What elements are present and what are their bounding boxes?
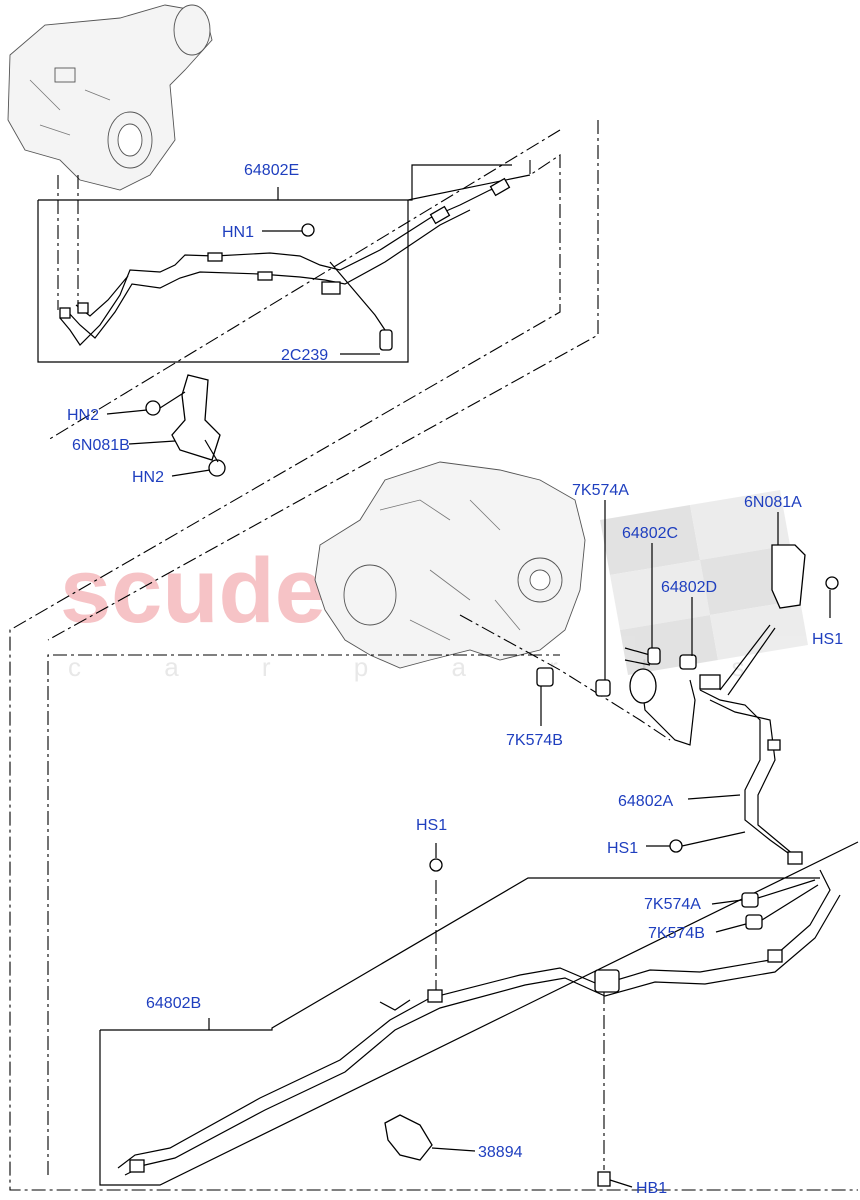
transfer-case-illustration bbox=[7, 4, 213, 191]
nut-hn2-bottom bbox=[208, 459, 226, 477]
callout-hn2-top: HN2 bbox=[67, 407, 99, 424]
callout-labels: 64802E HN1 2C239 HN2 6N081B HN2 7K574A 6… bbox=[67, 162, 843, 1197]
bracket-6n081b bbox=[145, 374, 226, 477]
callout-64802e: 64802E bbox=[244, 162, 299, 179]
nut-hn1 bbox=[301, 223, 315, 237]
middle-pipes-and-sensors bbox=[459, 544, 839, 865]
top-assembly-frame bbox=[9, 120, 858, 1191]
gearbox-illustration bbox=[314, 461, 586, 669]
callout-6n081a: 6N081A bbox=[744, 494, 802, 511]
callout-64802d: 64802D bbox=[661, 579, 717, 596]
bracket-6n081a bbox=[771, 544, 806, 609]
callout-7k574b-low: 7K574B bbox=[648, 925, 705, 942]
clip-38894 bbox=[384, 1114, 433, 1161]
callout-64802a: 64802A bbox=[618, 793, 673, 810]
callout-7k574a-low: 7K574A bbox=[644, 896, 701, 913]
sensor-2c239 bbox=[379, 329, 393, 351]
callout-2c239: 2C239 bbox=[281, 347, 328, 364]
callout-64802b: 64802B bbox=[146, 995, 201, 1012]
bolt-hb1 bbox=[597, 1171, 611, 1187]
screw-hs1-top bbox=[429, 858, 443, 872]
callout-hn2-bottom: HN2 bbox=[132, 469, 164, 486]
sensor-7k574b-lower bbox=[745, 914, 763, 930]
callout-64802c: 64802C bbox=[622, 525, 678, 542]
callout-6n081b: 6N081B bbox=[72, 437, 130, 454]
callout-hs1-top: HS1 bbox=[416, 817, 447, 834]
leader-lines bbox=[106, 187, 831, 1188]
callout-hb1: HB1 bbox=[636, 1180, 667, 1197]
callout-7k574a-top: 7K574A bbox=[572, 482, 629, 499]
callout-hs1-mid: HS1 bbox=[607, 840, 638, 857]
screw-hs1-mid bbox=[669, 839, 683, 853]
callout-7k574b-mid: 7K574B bbox=[506, 732, 563, 749]
brake-pipe-assembly-64802E bbox=[59, 177, 511, 351]
callout-hn1: HN1 bbox=[222, 224, 254, 241]
brake-pipe-assembly-64802B bbox=[117, 858, 841, 1187]
callout-38894: 38894 bbox=[478, 1144, 523, 1161]
sensor-7k574a-lower bbox=[741, 892, 759, 908]
sensor-7k574a-upper bbox=[595, 679, 611, 697]
sensor-7k574b-upper bbox=[536, 667, 554, 687]
nut-hn2-top bbox=[145, 400, 161, 416]
screw-hs1-right bbox=[825, 576, 839, 590]
bottom-assembly-frame bbox=[47, 654, 859, 1186]
callout-hs1-right: HS1 bbox=[812, 631, 843, 648]
